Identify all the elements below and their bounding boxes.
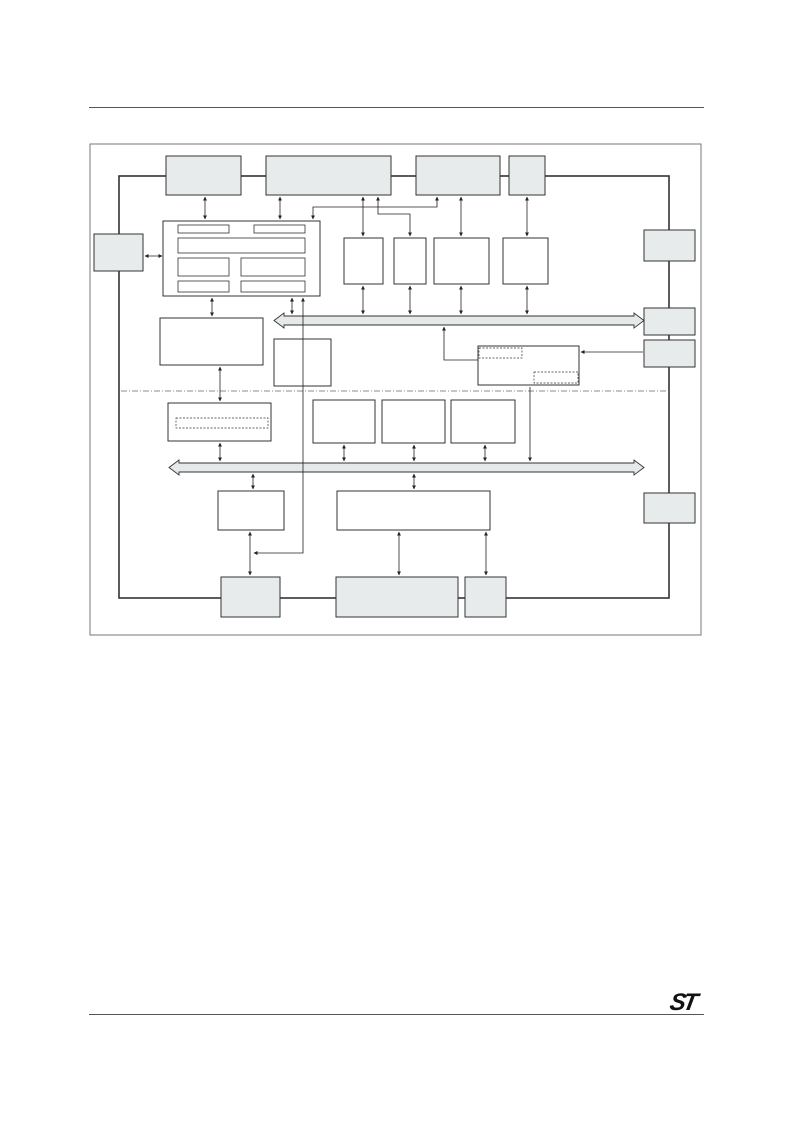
core-sub-4 — [177, 257, 230, 277]
header-rule — [89, 107, 704, 108]
upper-periph-1 — [343, 237, 384, 285]
upper-periph-2 — [393, 237, 427, 285]
mid-right-block — [477, 345, 580, 386]
footer-rule — [89, 1014, 704, 1015]
right-block-3 — [643, 339, 696, 368]
bottom-inner-left — [217, 490, 285, 531]
right-block-1 — [643, 229, 696, 262]
right-block-4 — [643, 492, 696, 524]
core-sub-6 — [177, 280, 230, 293]
core-sub-1 — [177, 224, 230, 234]
connectors — [144, 196, 643, 576]
figure-frame — [89, 143, 702, 636]
lower-left-dash — [175, 417, 269, 429]
mid-left-block — [159, 317, 264, 366]
bottom-inner-center — [336, 490, 491, 531]
lower-periph-3 — [450, 399, 516, 444]
mid-right-dash-1 — [478, 347, 523, 359]
mid-right-dash-2 — [533, 371, 579, 384]
core-sub-7 — [240, 280, 306, 293]
bottom-block-2 — [335, 576, 459, 618]
top-block-1 — [165, 155, 242, 196]
right-block-2 — [643, 307, 696, 336]
mid-center-block — [273, 338, 332, 387]
top-block-2 — [265, 155, 392, 196]
top-block-4 — [508, 155, 546, 196]
bottom-block-3 — [464, 576, 507, 618]
bottom-block-1 — [220, 576, 281, 618]
left-block — [93, 233, 144, 272]
upper-periph-3 — [433, 237, 490, 285]
upper-periph-4 — [502, 237, 549, 285]
st-logo: ST — [667, 989, 698, 1016]
lower-periph-2 — [381, 399, 446, 444]
top-block-3 — [415, 155, 501, 196]
core-sub-3 — [177, 237, 306, 254]
core-sub-5 — [240, 257, 306, 277]
lower-periph-1 — [312, 399, 376, 444]
lower-left-block — [167, 402, 272, 442]
core-sub-2 — [253, 224, 306, 234]
